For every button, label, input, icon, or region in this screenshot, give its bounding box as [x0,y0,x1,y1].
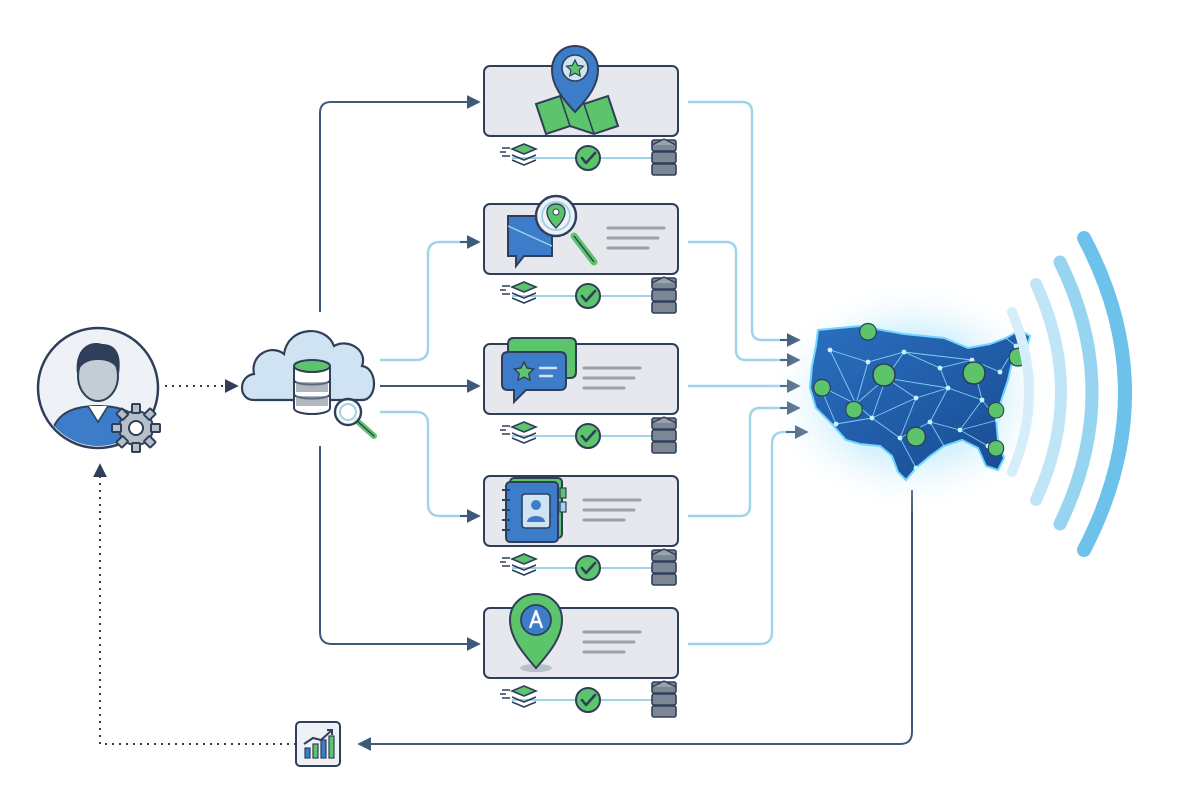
card-directory [483,475,679,547]
card-map [483,44,679,137]
cloud-to-card-1 [319,95,481,312]
card-3-status [498,415,678,455]
card-1-status [498,137,678,177]
feedback-loop-arrow [93,463,296,745]
review-star-chat-icon [501,337,577,405]
map-to-analytics-arrow [357,490,913,751]
cloud-to-card-5 [319,446,481,651]
card-search [483,194,679,275]
card-4-status [498,547,678,587]
map-pin-star-icon [534,44,620,136]
contact-directory-icon [502,477,567,543]
card-address [483,592,679,679]
growth-chart-icon [295,721,341,767]
card-5-status [498,679,678,719]
cloud-database-search-icon [240,330,377,439]
us-network-map-icon [762,278,1062,514]
signal-waves-icon [1007,231,1132,557]
card-2-status [498,275,678,315]
card-review [483,337,679,415]
address-pin-icon [508,592,564,672]
map-search-icon [507,194,598,269]
user-settings-icon [36,326,161,453]
